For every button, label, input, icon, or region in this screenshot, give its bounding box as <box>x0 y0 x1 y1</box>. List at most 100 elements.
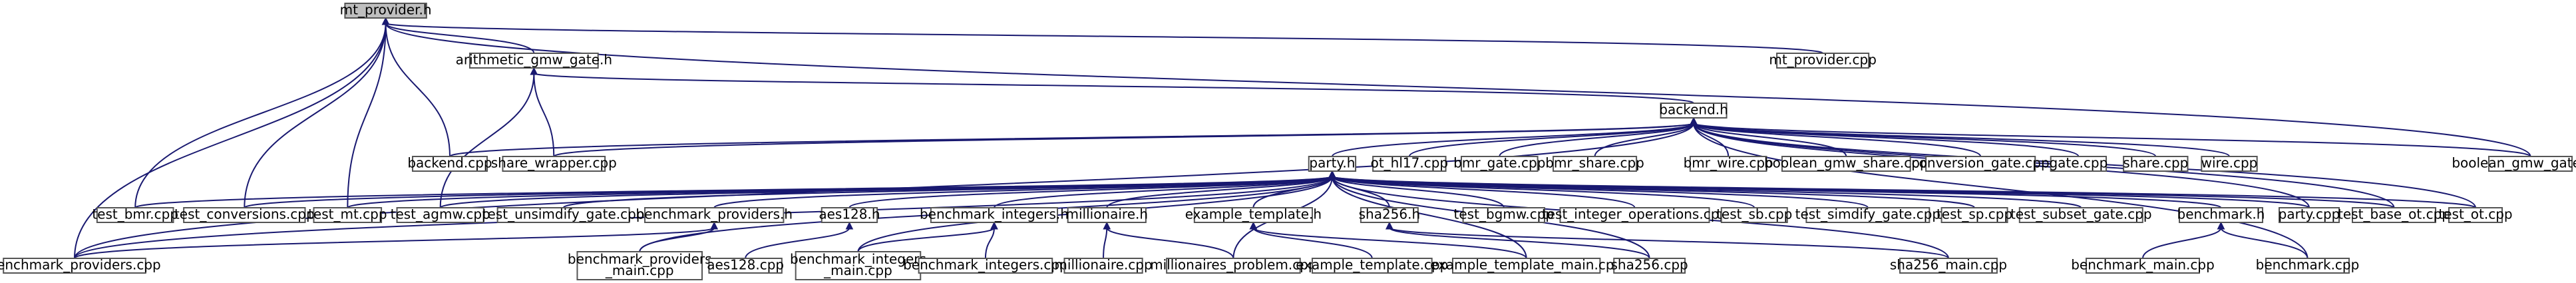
node-test-unsimdify-gate-cpp[interactable]: test_unsimdify_gate.cpp <box>482 206 645 223</box>
node-benchmark-integers-h[interactable]: benchmark_integers.h <box>920 206 1069 223</box>
node-share-cpp[interactable]: share.cpp <box>2123 155 2189 172</box>
edge-benchmark_integers_h-to-benchmark_integers_main_cpp <box>857 227 995 252</box>
node-mt-provider-cpp[interactable]: mt_provider.cpp <box>1769 52 1877 69</box>
node-box <box>411 156 488 172</box>
node-box <box>1311 258 1433 274</box>
node-sha256-cpp[interactable]: sha256.cpp <box>1610 257 1688 274</box>
edge-backend_h-to-bmr_gate_cpp <box>1499 123 1695 157</box>
node-test-sb-cpp[interactable]: test_sb.cpp <box>1716 206 1792 223</box>
node-test-mt-cpp[interactable]: test_mt.cpp <box>308 206 387 223</box>
node-label: share.cpp <box>2123 155 2188 171</box>
edge-backend_h-to-bmr_share_cpp <box>1594 123 1695 157</box>
node-test-subset-gate-cpp[interactable]: test_subset_gate.cpp <box>2010 206 2152 223</box>
node-aes128-h[interactable]: aes128.h <box>819 206 880 223</box>
node-test-bmr-cpp[interactable]: test_bmr.cpp <box>92 206 178 223</box>
node-millionaires-problem-cpp[interactable]: millionaires_problem.cpp <box>1150 257 1317 274</box>
node-benchmark-cpp[interactable]: benchmark.cpp <box>2256 257 2360 274</box>
node-label: boolean_gmw_gate.cpp <box>2452 155 2576 171</box>
node-box <box>344 3 427 19</box>
edge-backend_h-to-conversion_gate_cpp <box>1693 123 1982 157</box>
edge-backend_h-to-party_h <box>1331 123 1695 157</box>
node-ot-hl17-cpp[interactable]: ot_hl17.cpp <box>1371 155 1449 172</box>
node-box <box>2201 156 2258 172</box>
edge-party_h-to-benchmark_integers_h <box>993 176 1333 208</box>
node-example-template-main-cpp[interactable]: example_template_main.cpp <box>1430 257 1622 274</box>
node-benchmark-main-cpp[interactable]: benchmark_main.cpp <box>2071 257 2215 274</box>
node-party-cpp[interactable]: party.cpp <box>2279 206 2340 223</box>
edge-party_h-to-test_bgmw_cpp <box>1331 176 1505 208</box>
node-test-integer-operations-cpp[interactable]: test_integer_operations.cpp <box>1542 206 1728 223</box>
node-test-simdify-gate-cpp[interactable]: test_simdify_gate.cpp <box>1795 206 1941 223</box>
node-sha256-h[interactable]: sha256.h <box>1359 206 1421 223</box>
node-label: share_wrapper.cpp <box>491 155 617 171</box>
node-box <box>1063 258 1143 274</box>
node-box <box>2050 156 2108 172</box>
node-share-wrapper-cpp[interactable]: share_wrapper.cpp <box>491 155 617 172</box>
node-arithmetic-gmw-gate-h[interactable]: arithmetic_gmw_gate.h <box>456 52 612 69</box>
node-label: backend.h <box>1659 102 1728 118</box>
edge-arrowhead <box>381 17 390 25</box>
node-wire-cpp[interactable]: wire.cpp <box>2201 155 2258 172</box>
edge-mt_provider_h-to-mt_provider_cpp <box>385 23 1824 54</box>
node-box <box>930 207 1059 223</box>
node-test-sp-cpp[interactable]: test_sp.cpp <box>1936 206 2012 223</box>
node-label: benchmark_integers <box>790 251 926 267</box>
node-millionaire-cpp[interactable]: millionaire.cpp <box>1054 257 1153 274</box>
edge-millionaire_h-to-millionaire_cpp <box>1103 227 1108 259</box>
node-label: example_template.cpp <box>1296 257 1448 273</box>
node-benchmark-providers-main-cpp[interactable]: benchmark_providers_main.cpp <box>568 251 712 280</box>
node-backend-h[interactable]: backend.h <box>1659 102 1728 119</box>
node-example-template-h[interactable]: example_template.h <box>1185 206 1322 223</box>
node-millionaire-h[interactable]: millionaire.h <box>1065 206 1148 223</box>
node-label: conversion_gate.cpp <box>1912 155 2050 171</box>
node-bmr-gate-cpp[interactable]: bmr_gate.cpp <box>1453 155 1545 172</box>
node-benchmark-providers-cpp[interactable]: benchmark_providers.cpp <box>0 257 161 274</box>
node-test-base-ot-cpp[interactable]: test_base_ot.cpp <box>2338 206 2450 223</box>
node-label: test_sb.cpp <box>1716 206 1792 222</box>
node-benchmark-integers-main-cpp[interactable]: benchmark_integers_main.cpp <box>790 251 926 280</box>
node-example-template-cpp[interactable]: example_template.cpp <box>1296 257 1448 274</box>
node-boolean-gmw-gate-cpp[interactable]: boolean_gmw_gate.cpp <box>2452 155 2576 172</box>
node-box <box>2265 258 2350 274</box>
edge-sha256_h-to-sha256_main_cpp <box>1388 227 1949 259</box>
node-box <box>1781 156 1911 172</box>
node-label: backend.cpp <box>407 155 492 171</box>
node-test-bgmw-cpp[interactable]: test_bgmw.cpp <box>1454 206 1555 223</box>
node-benchmark-h[interactable]: benchmark.h <box>2177 206 2265 223</box>
node-aes128-cpp[interactable]: aes128.cpp <box>707 257 784 274</box>
node-conversion-gate-cpp[interactable]: conversion_gate.cpp <box>1912 155 2050 172</box>
node-backend-cpp[interactable]: backend.cpp <box>407 155 492 172</box>
node-benchmark-providers-h[interactable]: benchmark_providers.h <box>636 206 793 223</box>
node-gate-cpp[interactable]: gate.cpp <box>2049 155 2108 172</box>
node-test-ot-cpp[interactable]: test_ot.cpp <box>2438 206 2513 223</box>
node-box <box>96 207 174 223</box>
node-bmr-share-cpp[interactable]: bmr_share.cpp <box>1545 155 1644 172</box>
node-box <box>1720 207 1788 223</box>
node-label: millionaire.cpp <box>1054 257 1152 273</box>
node-label: mt_provider.h <box>340 2 432 18</box>
node-mt-provider-h[interactable]: mt_provider.h <box>340 2 432 19</box>
node-test-conversions-cpp[interactable]: test_conversions.cpp <box>174 206 315 223</box>
node-party-h[interactable]: party.h <box>1308 155 1357 172</box>
edge-arrowhead <box>530 67 538 75</box>
node-label: test_unsimdify_gate.cpp <box>482 206 645 222</box>
node-benchmark-integers-cpp[interactable]: benchmark_integers.cpp <box>903 257 1068 274</box>
node-box <box>708 258 783 274</box>
node-box <box>313 207 383 223</box>
node-box <box>1462 207 1546 223</box>
node-sha256-main-cpp[interactable]: sha256_main.cpp <box>1890 257 2007 274</box>
edge-benchmark_h-to-benchmark_cpp <box>2220 227 2308 259</box>
node-bmr-wire-cpp[interactable]: bmr_wire.cpp <box>1684 155 1773 172</box>
node-label: ot_hl17.cpp <box>1371 155 1449 171</box>
node-box <box>1559 207 1710 223</box>
node-test-agmw-cpp[interactable]: test_agmw.cpp <box>391 206 490 223</box>
edge-party_h-to-aes128_h <box>848 176 1333 208</box>
node-box <box>2448 207 2503 223</box>
edge-arrowhead <box>990 221 998 230</box>
node-box <box>468 53 599 69</box>
node-label: benchmark_integers.cpp <box>903 257 1068 273</box>
node-box <box>2086 258 2200 274</box>
node-boolean-gmw-share-cpp[interactable]: boolean_gmw_share.cpp <box>1764 155 1929 172</box>
